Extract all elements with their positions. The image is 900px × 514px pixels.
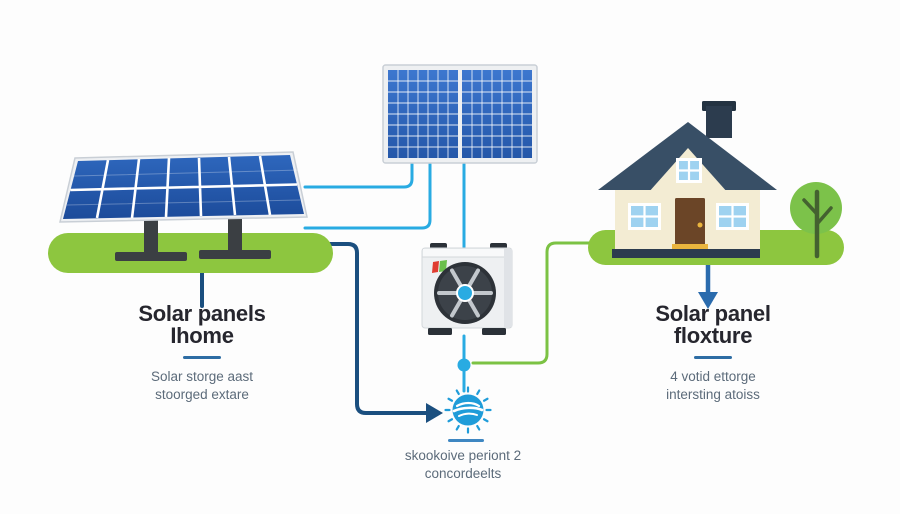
wire-house-to-junction-green bbox=[471, 241, 594, 365]
fan-spokes bbox=[437, 268, 493, 318]
energy-label-block: skookoive periont 2 concordeelts bbox=[363, 447, 563, 483]
window-cross bbox=[631, 206, 658, 227]
sun-label-underline bbox=[448, 439, 484, 442]
left-title-line2: Ihome bbox=[170, 323, 234, 349]
pump-logo-red bbox=[432, 261, 439, 273]
pump-foot bbox=[428, 328, 452, 335]
solar-panel-icon bbox=[382, 64, 538, 164]
energy-label-line2: concordeelts bbox=[424, 465, 502, 481]
array-stand-foot bbox=[199, 250, 271, 259]
tree-branches bbox=[802, 198, 833, 226]
array-stand-foot bbox=[115, 252, 187, 261]
wire-array-to-panel-1 bbox=[303, 162, 414, 189]
left-subtitle: Solar storge aast stoorged extare bbox=[92, 368, 312, 404]
pump-top-face bbox=[423, 249, 511, 257]
right-label-divider bbox=[694, 355, 732, 359]
door-threshold bbox=[672, 244, 708, 249]
right-title-line2: floxture bbox=[673, 323, 753, 349]
sun-waves bbox=[452, 401, 484, 417]
left-title: Solar panels Ihome bbox=[92, 301, 312, 349]
array-grid-lines bbox=[70, 155, 298, 219]
pump-side-shade bbox=[504, 249, 512, 327]
sun-rays bbox=[444, 386, 492, 434]
array-stand-post bbox=[144, 216, 158, 260]
right-subtitle-line1: 4 votid ettorge bbox=[670, 368, 756, 384]
house-base bbox=[612, 249, 760, 258]
sun-energy-icon bbox=[444, 386, 492, 434]
left-window bbox=[628, 203, 661, 230]
house-icon bbox=[598, 101, 777, 258]
right-label-block: Solar panel floxture 4 votid ettorge int… bbox=[603, 301, 823, 404]
energy-label-line1: skookoive periont 2 bbox=[404, 448, 522, 463]
chimney bbox=[706, 106, 732, 138]
left-subtitle-line1: Solar storge aast bbox=[150, 368, 254, 384]
pump-foot bbox=[482, 328, 506, 335]
wire-array-to-panel-2 bbox=[303, 162, 432, 230]
right-subtitle-line2: intersting atoiss bbox=[666, 386, 760, 402]
door bbox=[675, 198, 705, 249]
left-ground-mound bbox=[48, 233, 333, 273]
tree-icon bbox=[790, 182, 842, 259]
left-label-divider bbox=[183, 355, 221, 359]
sun-disc bbox=[452, 394, 484, 426]
arrowhead-right-icon bbox=[426, 403, 443, 423]
fan-hub bbox=[456, 284, 474, 302]
window-cross bbox=[679, 161, 699, 180]
solar-panel-array-icon bbox=[59, 151, 308, 223]
arrowhead-down-icon bbox=[698, 292, 718, 309]
right-window bbox=[716, 203, 749, 230]
array-stand-post bbox=[228, 214, 242, 258]
window-cross bbox=[719, 206, 746, 227]
left-subtitle-line2: stoorged extare bbox=[155, 386, 249, 402]
left-label-block: Solar panels Ihome Solar storge aast sto… bbox=[92, 301, 312, 404]
right-title: Solar panel floxture bbox=[603, 301, 823, 349]
gable-window bbox=[676, 158, 702, 183]
left-title-line1: Solar panels bbox=[138, 301, 266, 326]
pump-logo-green bbox=[439, 260, 447, 272]
array-texture-lines bbox=[66, 169, 302, 206]
right-subtitle: 4 votid ettorge intersting atoiss bbox=[603, 368, 823, 404]
door-knob bbox=[697, 222, 703, 228]
right-title-line1: Solar panel bbox=[655, 301, 771, 326]
wire-array-to-sun-navy bbox=[325, 242, 428, 415]
junction-dot bbox=[457, 358, 471, 372]
heat-pump-unit-icon bbox=[421, 243, 513, 335]
panel-grid-horizontal bbox=[388, 80, 532, 148]
